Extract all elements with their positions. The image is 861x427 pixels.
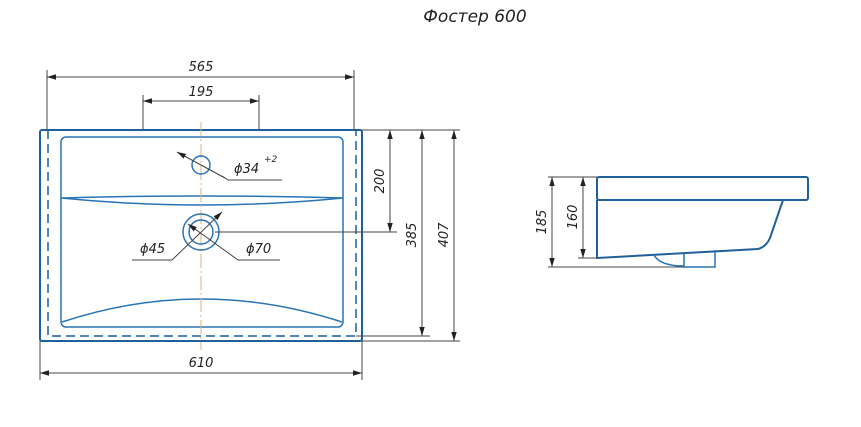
faucet-hole [191, 155, 211, 175]
dim-185: 185 [535, 210, 550, 235]
side-top-slab [596, 176, 809, 201]
dim-195: 195 [189, 85, 214, 100]
drain-outer-label: ϕ70 [246, 242, 271, 257]
dim-385: 385 [405, 223, 420, 248]
drain-inner [188, 219, 214, 245]
side-drain [653, 250, 716, 268]
drawing-title: Фостер 600 [423, 7, 526, 27]
side-body [596, 199, 784, 260]
faucet-hole-tolerance: +2 [264, 155, 278, 165]
dim-160: 160 [566, 205, 581, 230]
dim-565: 565 [189, 60, 214, 75]
dim-610: 610 [189, 356, 214, 371]
drain-inner-label: ϕ45 [140, 242, 165, 257]
dim-200: 200 [373, 169, 388, 194]
dim-407: 407 [437, 222, 452, 248]
side-view: 185 160 [535, 176, 809, 268]
basin-divider [60, 195, 344, 206]
hidden-edge [47, 130, 357, 337]
top-view: 565 195 610 200 385 407 ϕ34 +2 ϕ45 ϕ70 [39, 60, 460, 380]
basin-front-curve [61, 298, 343, 323]
faucet-hole-label: ϕ34 [234, 162, 259, 177]
